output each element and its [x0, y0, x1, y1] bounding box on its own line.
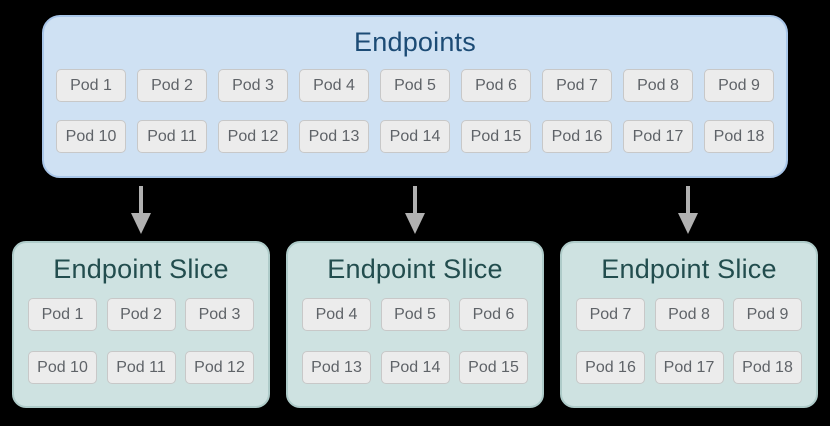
pod-chip: Pod 8 — [654, 298, 724, 331]
pod-chip: Pod 2 — [106, 298, 176, 331]
pod-chip: Pod 10 — [28, 351, 97, 384]
pod-chip: Pod 8 — [623, 69, 693, 102]
pod-chip: Pod 3 — [218, 69, 288, 102]
endpoints-pod-row-2: Pod 10 Pod 11 Pod 12 Pod 13 Pod 14 Pod 15 Pod … — [56, 120, 774, 153]
slice1-pod-row-2: Pod 10 Pod 11 Pod 12 — [28, 351, 254, 384]
pod-chip: Pod 6 — [461, 69, 531, 102]
slice3-pod-row-1: Pod 7 Pod 8 Pod 9 — [576, 298, 802, 331]
pod-chip: Pod 4 — [299, 69, 369, 102]
pod-chip: Pod 2 — [137, 69, 207, 102]
pod-chip: Pod 9 — [733, 298, 802, 331]
pod-chip: Pod 13 — [299, 120, 369, 153]
pod-chip: Pod 16 — [542, 120, 612, 153]
endpoint-slice-title: Endpoint Slice — [53, 254, 229, 284]
slice3-pod-row-2: Pod 16 Pod 17 Pod 18 — [576, 351, 802, 384]
pod-chip: Pod 5 — [380, 298, 450, 331]
pod-chip: Pod 12 — [218, 120, 288, 153]
pod-chip: Pod 17 — [623, 120, 693, 153]
pod-chip: Pod 10 — [56, 120, 126, 153]
pod-chip: Pod 9 — [704, 69, 774, 102]
pod-chip: Pod 18 — [733, 351, 802, 384]
pod-chip: Pod 7 — [542, 69, 612, 102]
pod-chip: Pod 15 — [459, 351, 528, 384]
slice1-pod-row-1: Pod 1 Pod 2 Pod 3 — [28, 298, 254, 331]
down-arrow-icon — [130, 186, 152, 234]
pod-chip: Pod 11 — [137, 120, 207, 153]
pod-chip: Pod 15 — [461, 120, 531, 153]
pod-chip: Pod 13 — [302, 351, 371, 384]
pod-chip: Pod 12 — [185, 351, 254, 384]
slice2-pod-row-1: Pod 4 Pod 5 Pod 6 — [302, 298, 528, 331]
pod-chip: Pod 1 — [56, 69, 126, 102]
pod-chip: Pod 11 — [106, 351, 176, 384]
pod-chip: Pod 14 — [380, 120, 450, 153]
pod-chip: Pod 1 — [28, 298, 97, 331]
pod-chip: Pod 4 — [302, 298, 371, 331]
endpoint-slice-title: Endpoint Slice — [327, 254, 503, 284]
endpoints-title: Endpoints — [354, 27, 476, 57]
pod-chip: Pod 17 — [654, 351, 724, 384]
pod-chip: Pod 14 — [380, 351, 450, 384]
endpoints-pod-row-1: Pod 1 Pod 2 Pod 3 Pod 4 Pod 5 Pod 6 Pod 7 Pod 8… — [56, 69, 774, 102]
endpoint-slice-title: Endpoint Slice — [601, 254, 777, 284]
down-arrow-icon — [677, 186, 699, 234]
down-arrow-icon — [404, 186, 426, 234]
slice2-pod-row-2: Pod 13 Pod 14 Pod 15 — [302, 351, 528, 384]
pod-chip: Pod 3 — [185, 298, 254, 331]
pod-chip: Pod 18 — [704, 120, 774, 153]
pod-chip: Pod 5 — [380, 69, 450, 102]
pod-chip: Pod 7 — [576, 298, 645, 331]
pod-chip: Pod 16 — [576, 351, 645, 384]
pod-chip: Pod 6 — [459, 298, 528, 331]
endpoints-box: Endpoints Pod 1 Pod 2 Pod 3 Pod 4 Pod 5 Pod 6… — [42, 15, 788, 178]
